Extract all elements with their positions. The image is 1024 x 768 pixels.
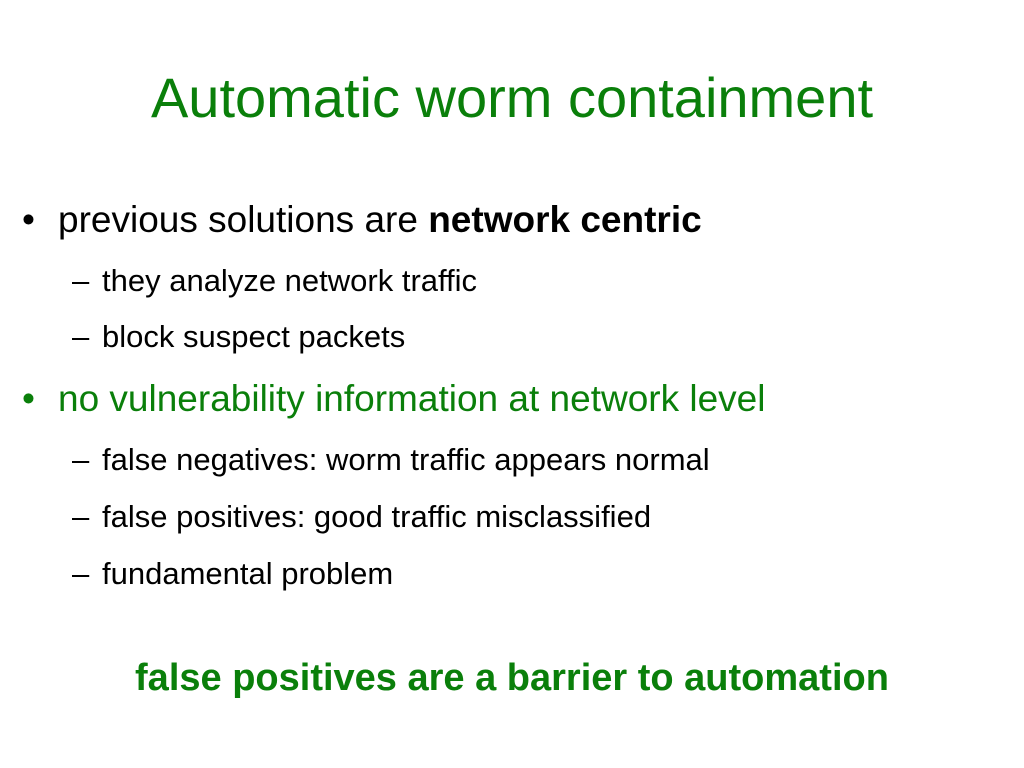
bullet-marker: •	[22, 378, 35, 419]
slide-title: Automatic worm containment	[150, 66, 874, 129]
subitem-fundamental-problem: –fundamental problem	[72, 555, 393, 593]
bullet-previous-solutions: • previous solutions are network centric	[22, 198, 702, 242]
bullet-text: previous solutions are	[58, 199, 429, 240]
subitem-block-packets: –block suspect packets	[72, 318, 405, 356]
sub-marker: –	[72, 442, 90, 477]
sub-marker: –	[72, 263, 90, 298]
bullet-emphasis: network centric	[428, 199, 702, 240]
bullet-text: no vulnerability information at network …	[58, 378, 766, 419]
sub-marker: –	[72, 319, 90, 354]
subitem-text: false positives: good traffic misclassif…	[102, 499, 652, 534]
sub-marker: –	[72, 499, 90, 534]
subitem-text: they analyze network traffic	[102, 263, 478, 298]
sub-marker: –	[72, 556, 90, 591]
bullet-no-vulnerability-info: • no vulnerability information at network…	[22, 377, 765, 421]
subitem-false-positives: –false positives: good traffic misclassi…	[72, 498, 651, 536]
subitem-text: block suspect packets	[102, 319, 406, 354]
subitem-analyze-traffic: –they analyze network traffic	[72, 262, 477, 300]
bullet-marker: •	[22, 199, 35, 240]
subitem-text: false negatives: worm traffic appears no…	[102, 442, 710, 477]
subitem-false-negatives: –false negatives: worm traffic appears n…	[72, 441, 710, 479]
subitem-text: fundamental problem	[102, 556, 394, 591]
conclusion-statement: false positives are a barrier to automat…	[135, 657, 889, 699]
